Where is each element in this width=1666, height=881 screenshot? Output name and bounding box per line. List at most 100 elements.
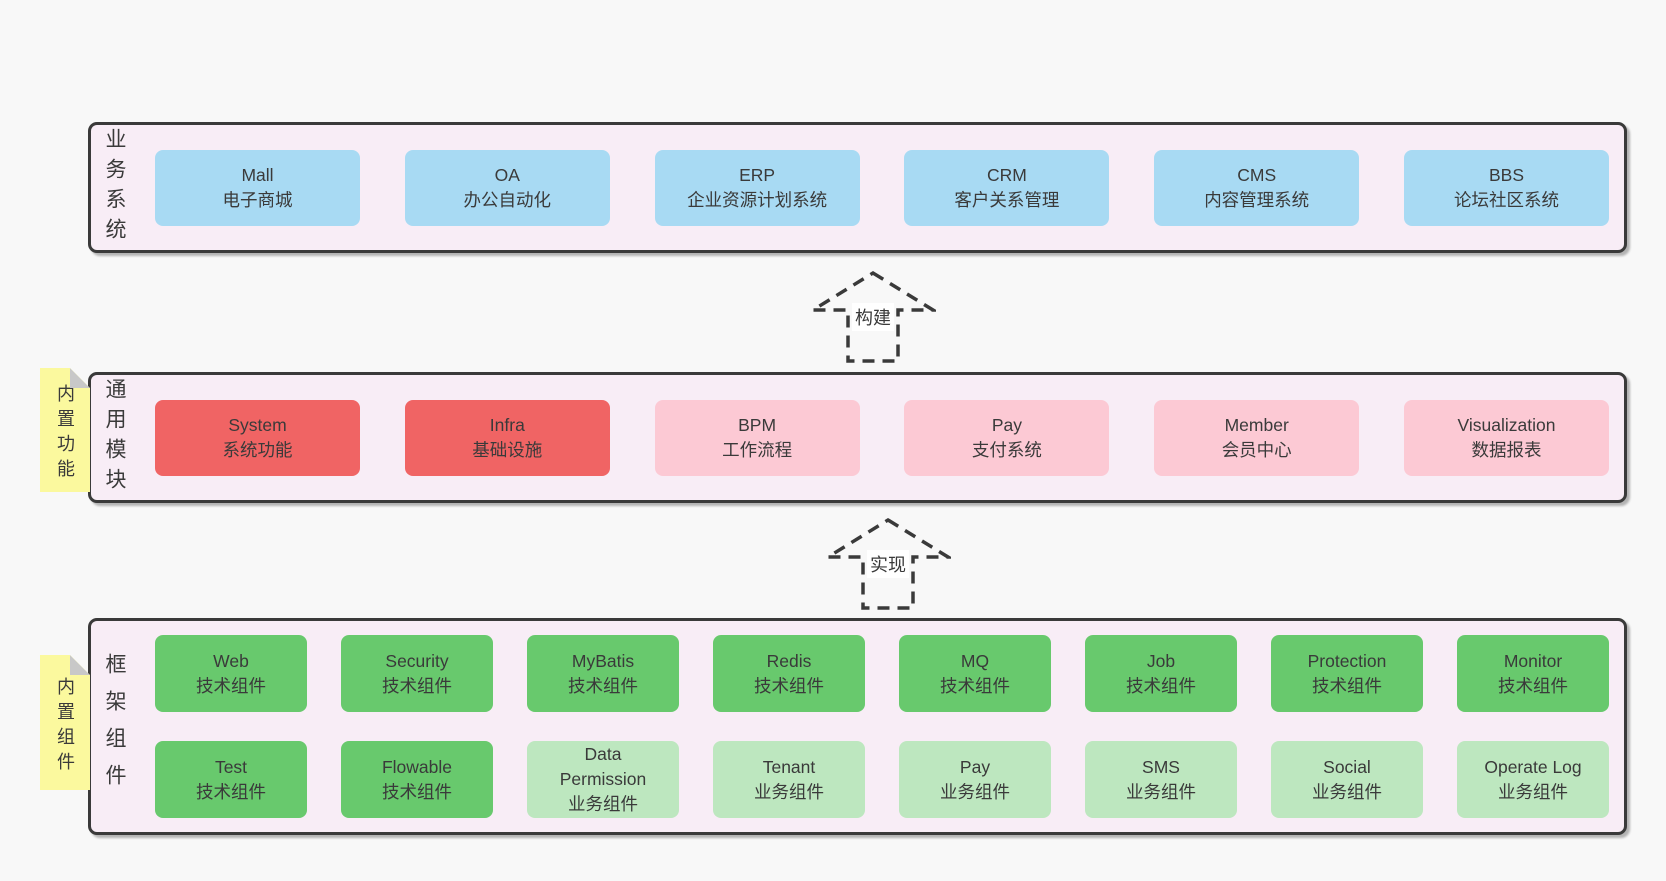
box-visualization: Visualization 数据报表	[1403, 399, 1609, 476]
band-business-systems: 业务系统 Mall 电子商城 OA 办公自动化 ERP 企业资源计划系统 CRM…	[88, 122, 1627, 253]
note-built-in-function: 内置功能	[40, 368, 90, 492]
box-redis-desc: 技术组件	[754, 675, 824, 696]
box-web: Web 技术组件	[155, 635, 307, 712]
box-security: Security 技术组件	[341, 635, 493, 712]
box-job-desc: 技术组件	[1126, 675, 1196, 696]
box-bbs: BBS 论坛社区系统	[1403, 149, 1609, 226]
box-security-name: Security	[385, 650, 449, 671]
box-bpm: BPM 工作流程	[654, 399, 860, 476]
box-monitor-name: Monitor	[1503, 650, 1563, 671]
box-bbs-name: BBS	[1488, 164, 1524, 185]
band-common-modules-label: 通用模块	[103, 377, 126, 498]
box-protection-desc: 技术组件	[1312, 675, 1382, 696]
common-modules-boxes: System 系统功能 Infra 基础设施 BPM 工作流程 Pay 支付系统…	[155, 375, 1609, 500]
box-sms-desc: 业务组件	[1126, 781, 1196, 802]
box-operate-log-name: Operate Log	[1484, 756, 1582, 777]
box-system: System 系统功能	[155, 399, 360, 476]
box-tenant: Tenant 业务组件	[713, 741, 865, 818]
box-pay-component-name: Pay	[959, 756, 991, 777]
box-flowable: Flowable 技术组件	[341, 741, 493, 818]
box-erp-name: ERP	[739, 164, 776, 185]
framework-components-row-2: Test 技术组件 Flowable 技术组件 Data Permission …	[155, 741, 1609, 818]
box-sms: SMS 业务组件	[1085, 741, 1237, 818]
box-infra-desc: 基础设施	[472, 439, 543, 460]
box-data-permission-name: Data Permission	[559, 744, 647, 789]
box-sms-name: SMS	[1142, 756, 1180, 777]
box-job: Job 技术组件	[1085, 635, 1237, 712]
arrow-implement: 实现	[825, 517, 951, 611]
box-mall: Mall 电子商城	[155, 149, 360, 226]
band-framework-components: 框架组件 Web 技术组件 Security 技术组件 MyBatis 技术组件…	[88, 618, 1627, 835]
box-mybatis: MyBatis 技术组件	[527, 635, 679, 712]
box-infra: Infra 基础设施	[404, 399, 610, 476]
box-member-desc: 会员中心	[1221, 439, 1292, 460]
box-pay-component-desc: 业务组件	[940, 781, 1010, 802]
box-operate-log: Operate Log 业务组件	[1457, 741, 1609, 818]
box-monitor: Monitor 技术组件	[1457, 635, 1609, 712]
box-mq-desc: 技术组件	[940, 675, 1010, 696]
box-oa: OA 办公自动化	[404, 149, 610, 226]
box-test-desc: 技术组件	[196, 781, 266, 802]
box-visualization-name: Visualization	[1457, 414, 1556, 435]
arrow-implement-label: 实现	[867, 550, 909, 578]
box-protection-name: Protection	[1307, 650, 1387, 671]
box-web-desc: 技术组件	[196, 675, 266, 696]
box-job-name: Job	[1146, 650, 1176, 671]
box-erp-desc: 企业资源计划系统	[687, 189, 828, 210]
box-security-desc: 技术组件	[382, 675, 452, 696]
box-oa-name: OA	[494, 164, 520, 185]
box-member: Member 会员中心	[1154, 399, 1360, 476]
band-framework-components-label: 框架组件	[103, 652, 126, 801]
box-crm: CRM 客户关系管理	[904, 149, 1110, 226]
box-bpm-name: BPM	[738, 414, 777, 435]
box-social-name: Social	[1323, 756, 1371, 777]
box-redis-name: Redis	[766, 650, 812, 671]
band-common-modules: 通用模块 System 系统功能 Infra 基础设施 BPM 工作流程 Pay…	[88, 372, 1627, 503]
framework-components-boxes: Web 技术组件 Security 技术组件 MyBatis 技术组件 Redi…	[155, 621, 1609, 832]
box-mall-desc: 电子商城	[222, 189, 293, 210]
box-data-permission-desc: 业务组件	[568, 794, 638, 814]
box-protection: Protection 技术组件	[1271, 635, 1423, 712]
box-crm-name: CRM	[986, 164, 1027, 185]
note-built-in-component-text: 内置组件	[55, 676, 75, 777]
box-cms-name: CMS	[1237, 164, 1277, 185]
box-tenant-name: Tenant	[762, 756, 816, 777]
box-social: Social 业务组件	[1271, 741, 1423, 818]
box-tenant-desc: 业务组件	[754, 781, 824, 802]
box-mq-name: MQ	[960, 650, 990, 671]
box-social-desc: 业务组件	[1312, 781, 1382, 802]
arrow-implement-shape	[825, 517, 951, 610]
box-member-name: Member	[1224, 414, 1289, 435]
box-mall-name: Mall	[241, 164, 274, 185]
box-erp: ERP 企业资源计划系统	[654, 149, 860, 226]
arrow-build-shape	[810, 270, 936, 363]
box-visualization-desc: 数据报表	[1471, 439, 1542, 460]
arrow-build-label: 构建	[852, 303, 894, 331]
box-flowable-name: Flowable	[381, 756, 453, 777]
box-web-name: Web	[213, 650, 249, 671]
arrow-build: 构建	[810, 270, 936, 364]
box-operate-log-desc: 业务组件	[1498, 781, 1568, 802]
box-mq: MQ 技术组件	[899, 635, 1051, 712]
box-redis: Redis 技术组件	[713, 635, 865, 712]
note-built-in-function-text: 内置功能	[55, 384, 75, 484]
box-oa-desc: 办公自动化	[463, 189, 552, 210]
band-business-systems-label: 业务系统	[103, 127, 126, 248]
box-system-name: System	[228, 414, 287, 435]
box-pay-component: Pay 业务组件	[899, 741, 1051, 818]
box-pay-module: Pay 支付系统	[904, 399, 1110, 476]
box-bbs-desc: 论坛社区系统	[1453, 189, 1559, 210]
box-monitor-desc: 技术组件	[1498, 675, 1568, 696]
box-system-desc: 系统功能	[222, 439, 293, 460]
box-test-name: Test	[214, 756, 248, 777]
box-pay-module-desc: 支付系统	[971, 439, 1042, 460]
note-built-in-component: 内置组件	[40, 655, 90, 790]
box-cms-desc: 内容管理系统	[1204, 189, 1310, 210]
box-data-permission: Data Permission 业务组件	[527, 741, 679, 818]
box-pay-module-name: Pay	[991, 414, 1022, 435]
box-mybatis-desc: 技术组件	[568, 675, 638, 696]
framework-components-row-1: Web 技术组件 Security 技术组件 MyBatis 技术组件 Redi…	[155, 635, 1609, 712]
box-mybatis-name: MyBatis	[571, 650, 635, 671]
business-systems-boxes: Mall 电子商城 OA 办公自动化 ERP 企业资源计划系统 CRM 客户关系…	[155, 125, 1609, 250]
